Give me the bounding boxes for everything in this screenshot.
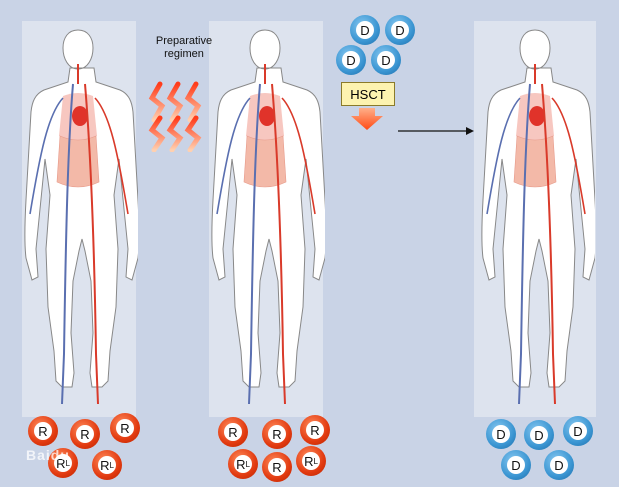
donor-cell: D	[336, 45, 366, 75]
donor-cell: D	[371, 45, 401, 75]
donor-cell: D	[524, 420, 554, 450]
down-arrow-icon	[351, 108, 383, 130]
recipient-cell: R	[300, 415, 330, 445]
human-body-icon	[481, 29, 595, 405]
donor-cell: D	[501, 450, 531, 480]
recipient-cell: R	[70, 419, 100, 449]
donor-cell: D	[486, 419, 516, 449]
human-body-icon	[211, 29, 325, 405]
preparative-regimen-label: Preparative regimen	[155, 35, 213, 60]
donor-cell: D	[350, 15, 380, 45]
recipient-cell: R	[218, 417, 248, 447]
donor-cell: D	[563, 416, 593, 446]
watermark: Baidu	[26, 447, 70, 463]
hsct-label: HSCT	[341, 82, 395, 106]
human-body-icon	[24, 29, 138, 405]
heat-wave-icon	[148, 81, 202, 152]
recipient-cell: R	[262, 419, 292, 449]
donor-cell: D	[385, 15, 415, 45]
recipient-cell: R	[110, 413, 140, 443]
recipient-cell: R	[262, 452, 292, 482]
right-arrow-icon	[398, 127, 474, 135]
donor-cell: D	[544, 450, 574, 480]
recipient-cell: R	[28, 416, 58, 446]
